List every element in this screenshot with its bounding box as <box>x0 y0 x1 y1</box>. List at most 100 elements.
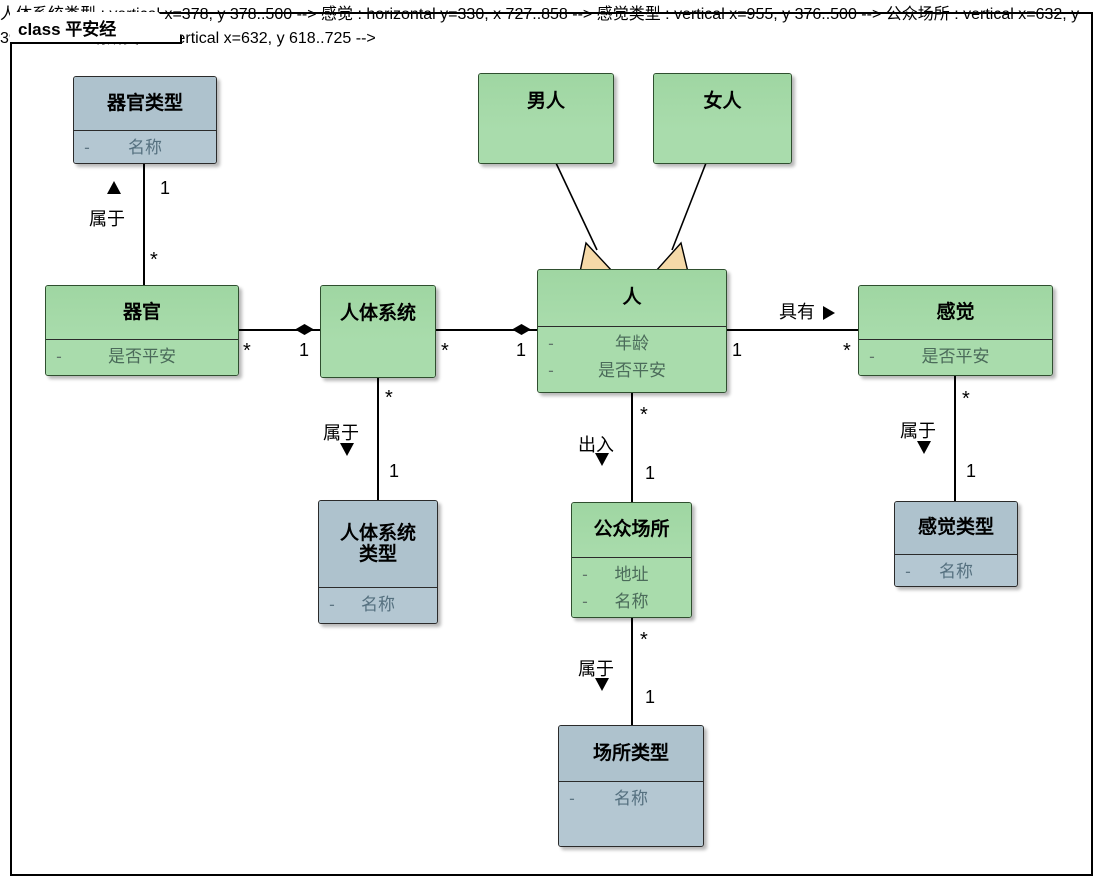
class-box-person[interactable]: 人 - 年龄 - 是否平安 <box>537 269 727 393</box>
edge-place-to-placetype-arrow-icon <box>595 678 609 691</box>
class-attributes-public-place: - 地址 - 名称 <box>572 558 691 617</box>
edge-sense-to-sensetype-label: 属于 <box>900 421 936 441</box>
attribute-row: - 名称 <box>559 786 703 813</box>
edge-organ-to-organtype-mult-target: 1 <box>160 178 171 198</box>
edge-person-to-sense-line <box>726 329 860 331</box>
edge-sense-to-sensetype-mult-sensetype: 1 <box>966 461 977 481</box>
edge-organ-to-organtype-label: 属于 <box>89 209 125 229</box>
attribute-name: 是否平安 <box>108 347 176 366</box>
attribute-visibility: - <box>905 562 911 581</box>
edge-person-to-place-mult-person: * <box>640 404 648 426</box>
attribute-visibility: - <box>548 334 554 353</box>
attribute-row: - 名称 <box>895 559 1017 586</box>
edge-place-to-placetype-mult-place: * <box>640 629 648 651</box>
diagram-title-text: class 平安经 <box>18 19 117 39</box>
attribute-name: 名称 <box>614 789 648 808</box>
edge-bodysystem-to-bstype-label: 属于 <box>323 423 359 443</box>
attribute-row: - 名称 <box>74 135 216 162</box>
diagram-frame <box>10 12 1093 876</box>
edge-person-to-sense-mult-person: 1 <box>732 340 743 360</box>
class-box-woman[interactable]: 女人 <box>653 73 792 164</box>
class-name-line-2: 类型 <box>358 544 397 565</box>
edge-organ-to-organtype-mult-source: * <box>150 249 158 271</box>
edge-sense-to-sensetype-arrow-icon <box>917 441 931 454</box>
edge-place-to-placetype-label: 属于 <box>578 659 614 679</box>
attribute-visibility: - <box>329 595 335 614</box>
class-attributes-sense: - 是否平安 <box>859 340 1052 375</box>
edge-place-to-placetype-line <box>631 617 633 727</box>
class-name-place-type: 场所类型 <box>559 726 703 781</box>
edge-person-to-sense-mult-sense: * <box>843 340 851 362</box>
class-separator <box>572 557 691 558</box>
edge-person-to-sense-label: 具有 <box>779 302 815 322</box>
class-name-organ: 器官 <box>46 286 238 339</box>
class-name-man: 男人 <box>479 74 613 130</box>
edge-person-to-place-line <box>631 393 633 503</box>
edge-bodysystem-to-bstype-arrow-icon <box>340 443 354 456</box>
class-separator <box>319 587 437 588</box>
class-attributes-person: - 年龄 - 是否平安 <box>538 327 726 392</box>
class-box-organ[interactable]: 器官 - 是否平安 <box>45 285 239 376</box>
class-attributes-organ-type: - 名称 <box>74 131 216 163</box>
attribute-name: 名称 <box>361 595 395 614</box>
attribute-row: - 名称 <box>572 589 691 616</box>
edge-sense-to-sensetype-mult-sense: * <box>962 388 970 410</box>
edge-bodysystem-to-person-line <box>436 329 538 331</box>
attribute-visibility: - <box>569 789 575 808</box>
attribute-visibility: - <box>869 347 875 366</box>
attribute-row: - 名称 <box>319 592 437 619</box>
diagram-frame-title-tab: class 平安经 <box>10 12 182 44</box>
edge-person-to-sense-arrow-icon <box>823 306 835 320</box>
edge-sense-to-sensetype-line <box>954 375 956 501</box>
class-box-sense-type[interactable]: 感觉类型 - 名称 <box>894 501 1018 587</box>
class-separator <box>895 554 1017 555</box>
class-name-person: 人 <box>538 270 726 326</box>
attribute-row: - 是否平安 <box>859 344 1052 371</box>
attribute-name: 地址 <box>614 565 649 584</box>
class-box-place-type[interactable]: 场所类型 - 名称 <box>558 725 704 847</box>
class-attributes-place-type: - 名称 <box>559 782 703 846</box>
edge-organ-to-bodysystem-mult-bodysystem: 1 <box>299 340 310 360</box>
class-box-organ-type[interactable]: 器官类型 - 名称 <box>73 76 217 164</box>
attribute-visibility: - <box>548 360 554 380</box>
class-box-body-system-type[interactable]: 人体系统 类型 - 名称 <box>318 500 438 624</box>
attribute-row: - 地址 <box>572 562 691 589</box>
attribute-name: 名称 <box>614 591 649 611</box>
class-name-body-system: 人体系统 <box>321 286 435 342</box>
edge-bodysystem-to-bstype-mult-bstype: 1 <box>389 461 400 481</box>
attribute-name: 名称 <box>939 562 973 581</box>
class-separator <box>538 326 726 327</box>
edge-bodysystem-to-person-mult-person: 1 <box>516 340 527 360</box>
edge-bodysystem-to-person-mult-bodysystem: * <box>441 340 449 362</box>
edge-organ-to-organtype-arrow-icon <box>107 181 121 194</box>
class-separator <box>859 339 1052 340</box>
class-attributes-organ: - 是否平安 <box>46 340 238 375</box>
edge-bodysystem-to-bstype-mult-bodysystem: * <box>385 387 393 409</box>
class-name-line-1: 人体系统 <box>339 522 416 544</box>
class-box-man[interactable]: 男人 <box>478 73 614 164</box>
class-box-public-place[interactable]: 公众场所 - 地址 - 名称 <box>571 502 692 618</box>
attribute-visibility: - <box>84 138 90 157</box>
edge-organ-to-organtype-line <box>143 163 145 286</box>
class-attributes-man <box>479 130 613 163</box>
edge-bodysystem-to-bstype-line <box>377 377 379 501</box>
attribute-name: 是否平安 <box>921 347 990 366</box>
class-attributes-woman <box>654 130 791 163</box>
class-attributes-body-system <box>321 342 435 377</box>
attribute-visibility: - <box>56 347 62 366</box>
attribute-visibility: - <box>582 591 588 611</box>
class-name-sense-type: 感觉类型 <box>895 502 1017 554</box>
attribute-name: 年龄 <box>615 334 649 353</box>
class-name-woman: 女人 <box>654 74 791 130</box>
class-box-body-system[interactable]: 人体系统 <box>320 285 436 378</box>
class-name-organ-type: 器官类型 <box>74 77 216 130</box>
edge-person-to-place-arrow-icon <box>595 453 609 466</box>
class-box-sense[interactable]: 感觉 - 是否平安 <box>858 285 1053 376</box>
class-attributes-sense-type: - 名称 <box>895 555 1017 586</box>
class-separator <box>559 781 703 782</box>
edge-organ-to-bodysystem-mult-organ: * <box>243 340 251 362</box>
edge-bodysystem-to-person-composition-diamond-icon <box>512 324 531 335</box>
class-name-body-system-type: 人体系统 类型 <box>319 501 437 587</box>
attribute-name: 名称 <box>128 138 162 157</box>
